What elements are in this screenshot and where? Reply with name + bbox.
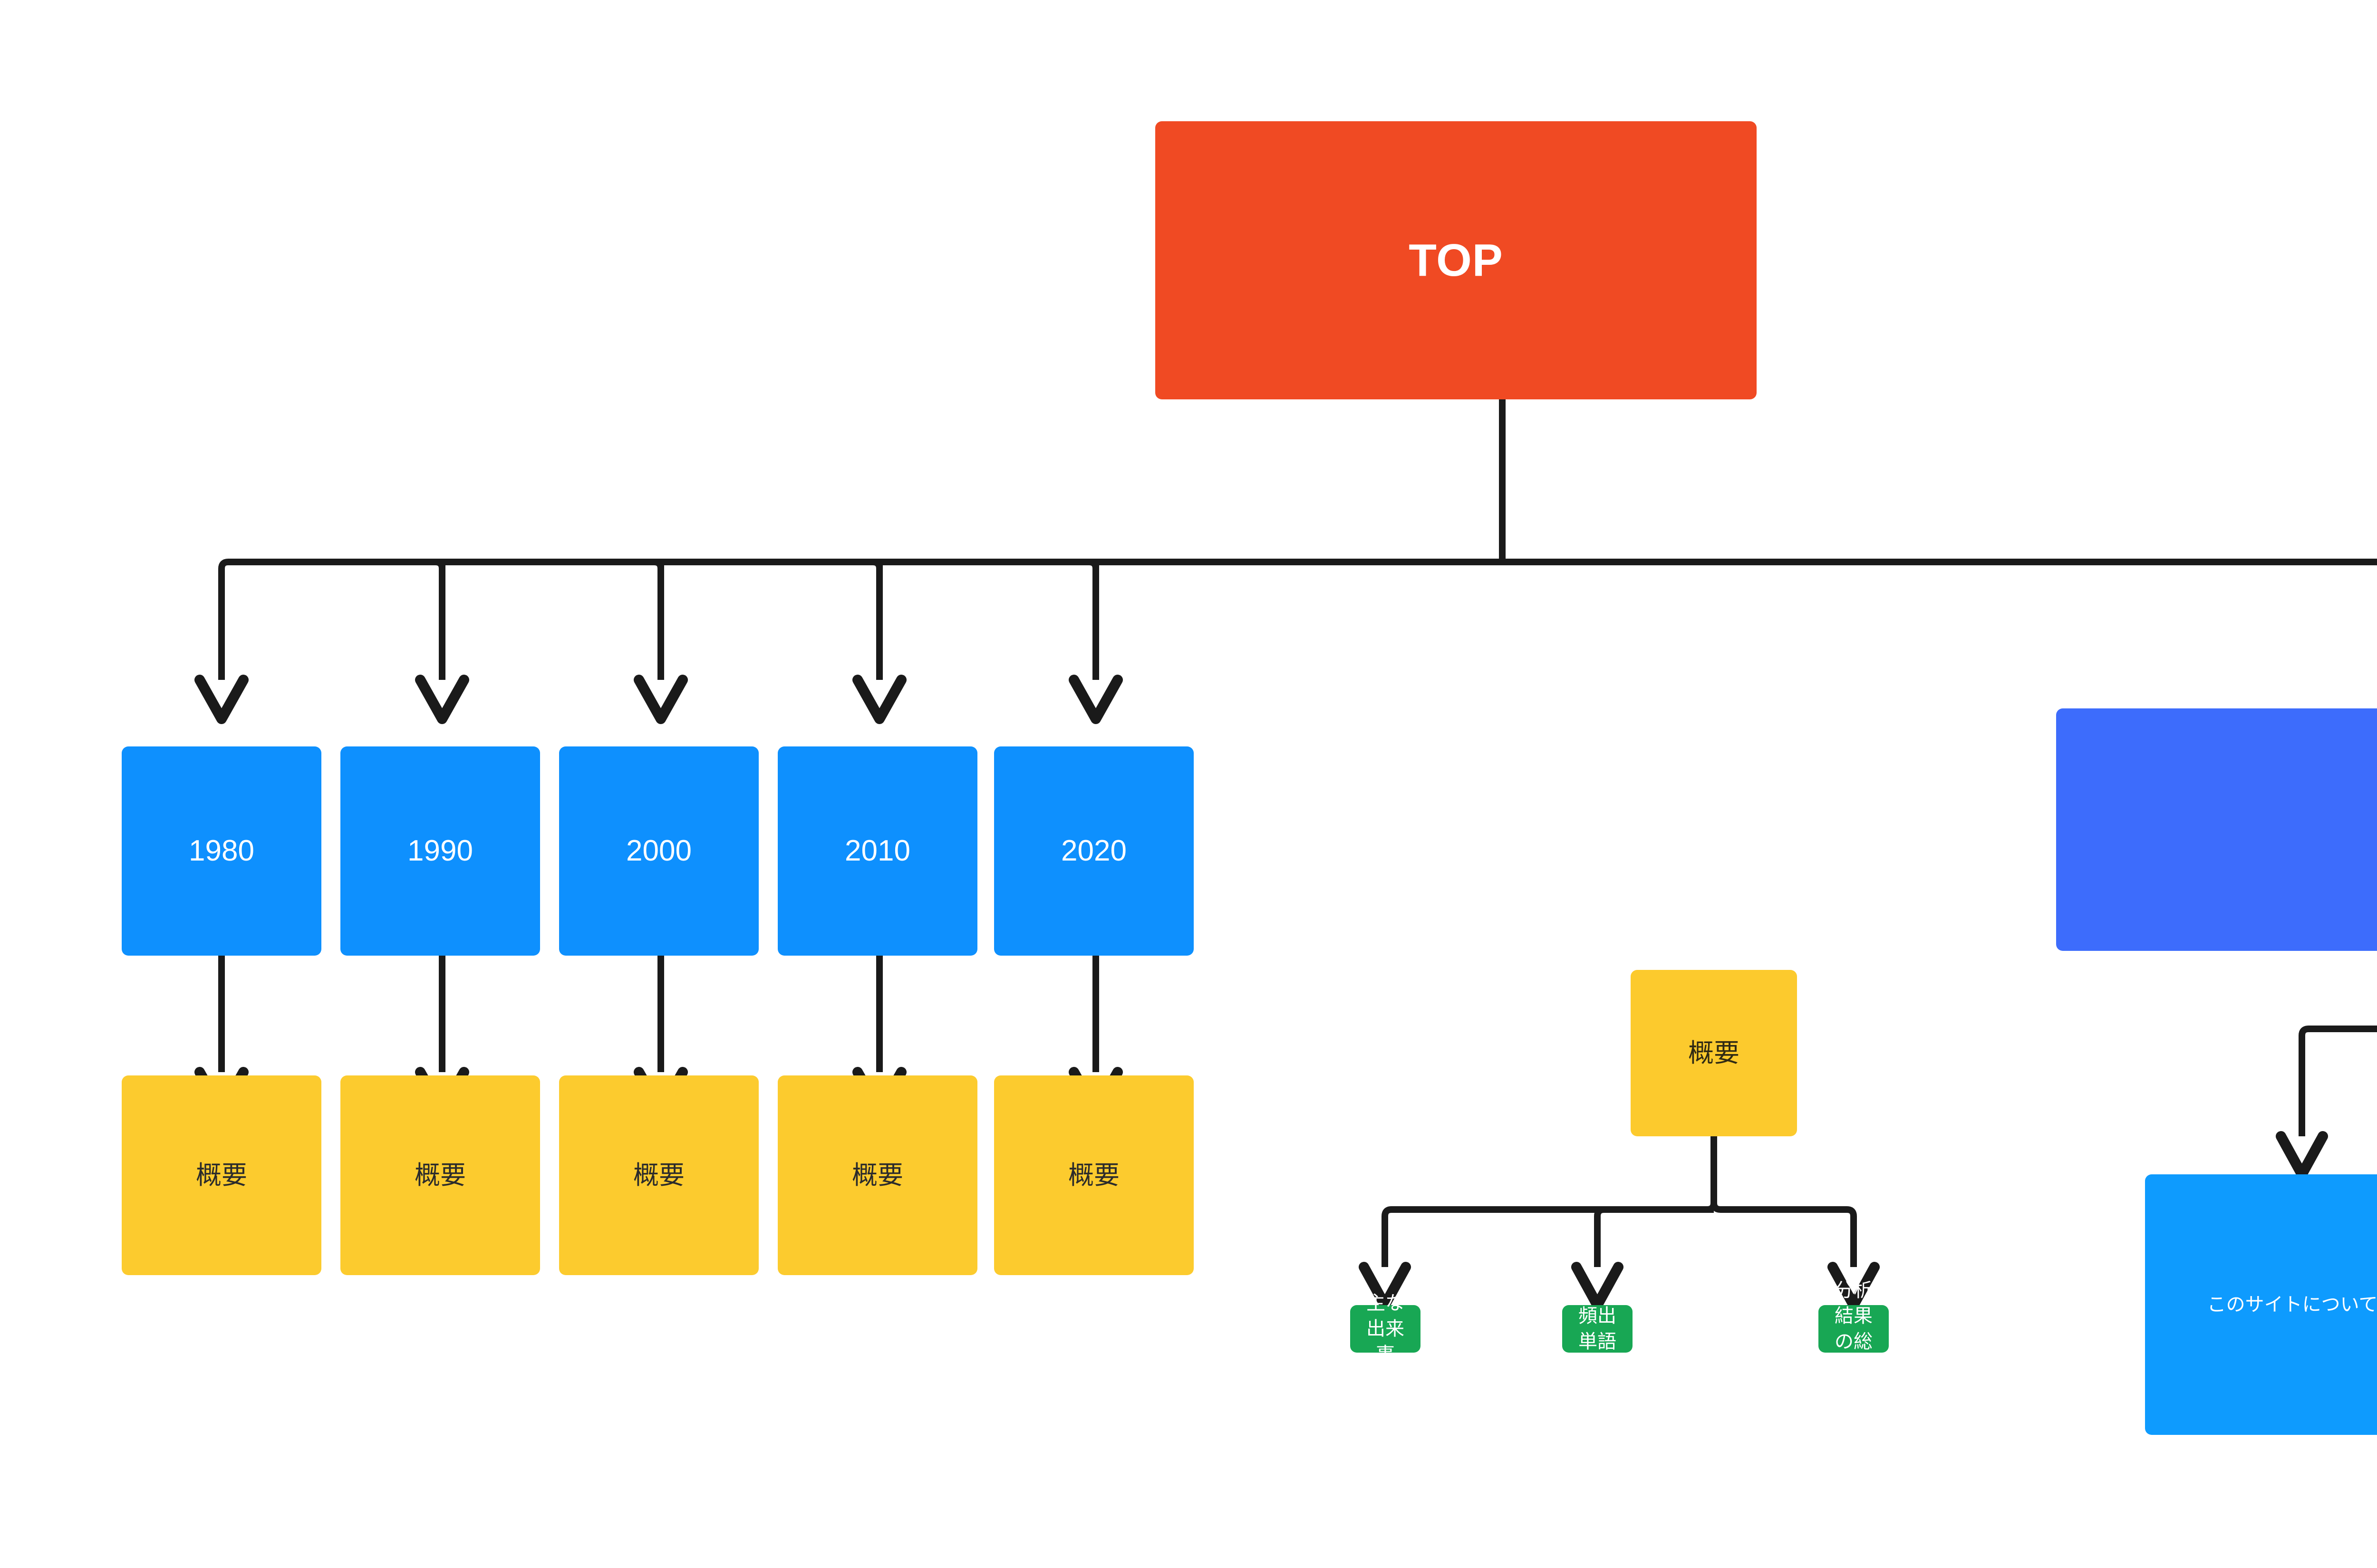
node-summary-2010[interactable]: 概要 (778, 1075, 977, 1275)
node-summary-1980-label: 概要 (196, 1161, 247, 1190)
wire-corner-1990 (435, 559, 445, 569)
node-year-2020[interactable]: 2020 (994, 746, 1194, 956)
arrowhead-2000 (634, 675, 688, 724)
node-top[interactable]: TOP (1155, 121, 1757, 399)
wire-top-to-1980 (218, 559, 1502, 680)
node-leaf-main-events[interactable]: 主な出来事 (1350, 1293, 1420, 1365)
wire-corner-2010 (872, 559, 883, 569)
node-leaf-frequent-words[interactable]: 頻出単語 (1562, 1305, 1633, 1353)
wire-summary-to-leaf3 (1710, 1202, 1857, 1267)
node-summary-2000-label: 概要 (633, 1161, 685, 1190)
node-about-child-about-site-label: このサイトについて (2207, 1294, 2377, 1315)
arrowhead-child1 (2276, 1131, 2328, 1180)
node-year-2010-label: 2010 (845, 834, 910, 868)
node-summary-2020[interactable]: 概要 (994, 1075, 1194, 1275)
node-summary-1990-label: 概要 (415, 1161, 466, 1190)
arrowhead-1990 (415, 675, 469, 724)
node-summary-1990[interactable]: 概要 (340, 1075, 540, 1275)
node-year-1990[interactable]: 1990 (340, 746, 540, 956)
node-top-label: TOP (1409, 234, 1503, 286)
wire-corner-2000 (654, 559, 664, 569)
node-leaf-analysis-summary-label: 分析結果の総括 (1835, 1280, 1873, 1378)
node-about[interactable]: ABOUT (2056, 708, 2377, 951)
node-summary-detail-parent-label: 概要 (1688, 1038, 1739, 1067)
node-year-2000-label: 2000 (626, 834, 692, 868)
arrowhead-leaf2 (1571, 1262, 1623, 1310)
node-leaf-frequent-words-label: 頻出単語 (1578, 1306, 1616, 1352)
node-about-child-about-site[interactable]: このサイトについて (2145, 1174, 2377, 1435)
arrowhead-2020 (1069, 675, 1123, 724)
wire-about-to-child1 (2299, 1026, 2377, 1136)
node-summary-2010-label: 概要 (852, 1161, 903, 1190)
wire-top-to-about (1502, 559, 2377, 565)
node-leaf-main-events-label: 主な出来事 (1366, 1293, 1404, 1365)
arrowhead-1980 (194, 675, 249, 724)
node-year-2020-label: 2020 (1061, 834, 1127, 868)
wire-corner-2020 (1089, 559, 1099, 569)
node-year-1990-label: 1990 (407, 834, 473, 868)
node-summary-detail-parent[interactable]: 概要 (1631, 970, 1797, 1136)
node-summary-2000[interactable]: 概要 (559, 1075, 759, 1275)
node-leaf-analysis-summary[interactable]: 分析結果の総括 (1818, 1280, 1889, 1378)
node-year-1980[interactable]: 1980 (122, 746, 321, 956)
node-year-2010[interactable]: 2010 (778, 746, 977, 956)
arrowhead-2010 (852, 675, 907, 724)
wire-summary-to-leaf2 (1594, 1206, 1714, 1267)
node-year-1980-label: 1980 (189, 834, 254, 868)
node-year-2000[interactable]: 2000 (559, 746, 759, 956)
node-summary-1980[interactable]: 概要 (122, 1075, 321, 1275)
node-summary-2020-label: 概要 (1068, 1161, 1120, 1190)
wire-summary-to-leaf1 (1382, 1136, 1717, 1267)
